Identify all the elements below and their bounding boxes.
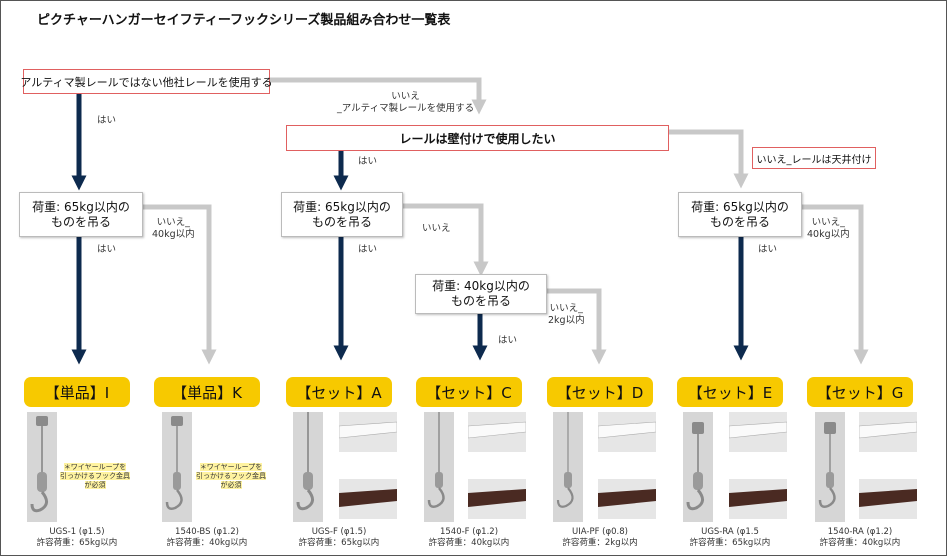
question-text: 荷重: 40kg以内の ものを吊る [432, 279, 530, 308]
product-model: UGS-1 (φ1.5) [49, 527, 105, 537]
product-badge-i: 【単品】I [24, 377, 130, 407]
label-yes: はい [758, 244, 778, 255]
photo-rail-white [729, 412, 787, 452]
label-no-40kg: いいえ_ 40kg以内 [807, 217, 850, 240]
product-badge-d: 【セット】D [547, 377, 653, 407]
question-load-65kg-3: 荷重: 65kg以内の ものを吊る [678, 192, 802, 237]
no-arrow-q5 [546, 288, 607, 365]
question-wall-mount: レールは壁付けで使用したい [286, 125, 669, 151]
no-arrow-q2 [668, 129, 749, 189]
product-model: UIA-PF (φ0.8) [572, 527, 628, 537]
page-title: ピクチャーハンガーセイフティーフックシリーズ製品組み合わせ一覧表 [37, 13, 451, 28]
product-model: 1540-RA (φ1.2) [827, 527, 893, 537]
no-arrow-q4 [401, 203, 489, 277]
no-arrow-q1 [269, 77, 487, 115]
product-badge-a: 【セット】A [286, 377, 392, 407]
photo-rail-white [468, 412, 526, 452]
product-model: 1540-F (φ1.2) [439, 527, 499, 537]
photo-rail-brown [468, 479, 526, 519]
note-hook-required: ＊ワイヤーループを 引っかけるフック金具 が必須 [55, 463, 135, 490]
photo-rail-white [598, 412, 656, 452]
photo-rail-white [859, 412, 917, 452]
photo-ugs-f-hook [293, 412, 323, 522]
answer-ceiling-mount: いいえ_レールは天井付け [752, 147, 876, 169]
photo-1540-ra-hook [815, 412, 845, 522]
photo-ugs-1-hook [27, 412, 57, 522]
product-caption: 1540-BS (φ1.2)許容荷重：40kg以内 [147, 527, 267, 549]
product-load: 許容荷重：40kg以内 [166, 538, 248, 548]
note-text: ＊ワイヤーループを 引っかけるフック金具 が必須 [196, 463, 266, 489]
photo-1540-f-hook [424, 412, 454, 522]
product-load: 許容荷重：40kg以内 [428, 538, 510, 548]
photo-uia-pf-hook [553, 412, 583, 522]
photo-rail-brown [859, 479, 917, 519]
label-yes: はい [498, 335, 518, 346]
question-other-rail: アルティマ製レールではない他社レールを使用する [20, 69, 273, 94]
product-caption: UIA-PF (φ0.8)許容荷重：2kg以内 [540, 527, 660, 549]
label-no-2kg: いいえ_ 2kg以内 [548, 303, 585, 326]
question-load-65kg-2: 荷重: 65kg以内の ものを吊る [281, 192, 403, 237]
no-arrow-q6 [801, 204, 869, 365]
question-text: 荷重: 65kg以内の ものを吊る [32, 199, 130, 229]
label-no-40kg: いいえ_ 40kg以内 [152, 217, 195, 240]
product-badge-c: 【セット】C [416, 377, 522, 407]
photo-rail-brown [598, 479, 656, 519]
label-yes: はい [358, 244, 378, 255]
product-load: 許容荷重：65kg以内 [298, 538, 380, 548]
note-text: ＊ワイヤーループを 引っかけるフック金具 が必須 [60, 463, 130, 489]
product-load: 許容荷重：65kg以内 [689, 538, 771, 548]
question-load-40kg: 荷重: 40kg以内の ものを吊る [415, 274, 547, 314]
question-text: 荷重: 65kg以内の ものを吊る [691, 199, 789, 229]
product-model: UGS-RA (φ1.5 [701, 527, 759, 537]
product-badge-g: 【セット】G [807, 377, 913, 407]
product-caption: UGS-1 (φ1.5)許容荷重：65kg以内 [17, 527, 137, 549]
product-load: 許容荷重：65kg以内 [36, 538, 118, 548]
product-caption: 1540-F (φ1.2)許容荷重：40kg以内 [409, 527, 529, 549]
product-caption: UGS-F (φ1.5)許容荷重：65kg以内 [279, 527, 399, 549]
note-hook-required: ＊ワイヤーループを 引っかけるフック金具 が必須 [191, 463, 271, 490]
product-load: 許容荷重：2kg以内 [562, 538, 638, 548]
photo-rail-brown [729, 479, 787, 519]
label-yes: はい [358, 156, 378, 167]
product-badge-e: 【セット】E [677, 377, 783, 407]
product-caption: 1540-RA (φ1.2)許容荷重：40kg以内 [800, 527, 920, 549]
product-model: 1540-BS (φ1.2) [175, 527, 239, 537]
label-no: いいえ [422, 223, 451, 234]
no-arrow-q3 [141, 204, 217, 365]
label-yes: はい [97, 115, 117, 126]
photo-1540-bs-hook [162, 412, 192, 522]
photo-ugs-ra-hook [683, 412, 713, 522]
photo-rail-brown [339, 479, 397, 519]
label-yes: はい [97, 244, 117, 255]
question-text: 荷重: 65kg以内の ものを吊る [293, 199, 391, 229]
question-load-65kg-1: 荷重: 65kg以内の ものを吊る [19, 192, 143, 237]
product-model: UGS-F (φ1.5) [311, 527, 367, 537]
photo-rail-white [339, 412, 397, 452]
product-load: 許容荷重：40kg以内 [819, 538, 901, 548]
label-no-ultima: いいえ _アルティマ製レールを使用する [337, 91, 475, 114]
product-badge-k: 【単品】K [154, 377, 260, 407]
